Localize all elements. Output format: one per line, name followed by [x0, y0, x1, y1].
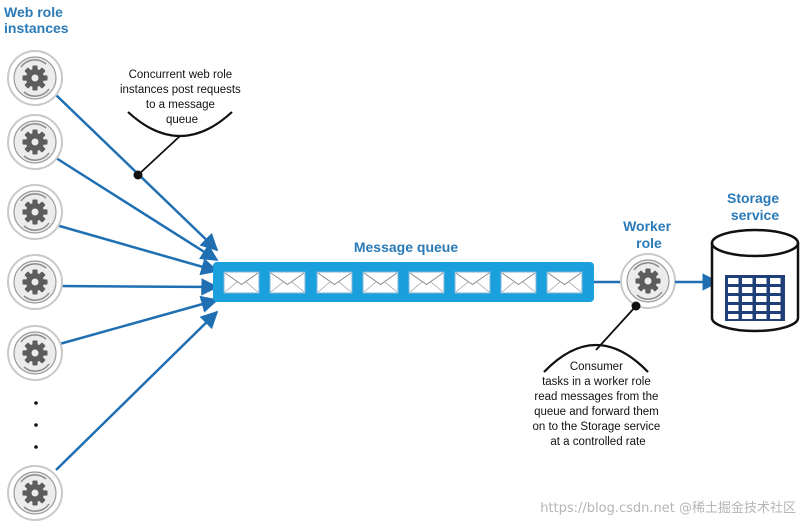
- message-queue-title: Message queue: [354, 239, 458, 255]
- web-annotation-callout: [127, 111, 233, 180]
- web-instance-4-gear-icon: [7, 254, 63, 310]
- queue-message-2-envelope-icon: [269, 271, 306, 294]
- queue-message-3-envelope-icon: [316, 271, 353, 294]
- web-instance-6-gear-icon: [7, 465, 63, 521]
- web-instance-5-gear-icon: [7, 325, 63, 381]
- arrow-web-4: [55, 278, 219, 296]
- arrow-web-6: [55, 310, 219, 471]
- arrow-web-5: [55, 295, 219, 347]
- queue-message-5-envelope-icon: [408, 271, 445, 294]
- queue-message-7-envelope-icon: [500, 271, 537, 294]
- worker-annotation-text: Consumer tasks in a worker role read mes…: [532, 361, 663, 448]
- worker-role-title: Worker role: [623, 218, 675, 251]
- worker-annotation-callout: [543, 301, 649, 373]
- web-instance-2-gear-icon: [7, 114, 63, 170]
- queue-message-8-envelope-icon: [546, 271, 583, 294]
- web-annotation-text: Concurrent web role instances post reque…: [120, 69, 244, 126]
- storage-database-icon: [710, 228, 800, 333]
- web-role-title: Web role instances: [4, 4, 69, 36]
- message-queue-bar: [213, 262, 594, 302]
- more-instances-ellipsis: [34, 401, 38, 449]
- queue-message-1-envelope-icon: [223, 271, 260, 294]
- storage-service-title: Storage service: [727, 190, 783, 223]
- web-to-queue-arrows: [55, 94, 219, 471]
- watermark-text: https://blog.csdn.net @稀土掘金技术社区: [540, 500, 796, 516]
- arrow-web-3: [55, 223, 219, 276]
- arrow-web-2: [55, 156, 219, 262]
- worker-role-gear-icon: [620, 253, 676, 309]
- web-instance-3-gear-icon: [7, 184, 63, 240]
- queue-message-6-envelope-icon: [454, 271, 491, 294]
- queue-message-4-envelope-icon: [362, 271, 399, 294]
- web-instance-1-gear-icon: [7, 50, 63, 106]
